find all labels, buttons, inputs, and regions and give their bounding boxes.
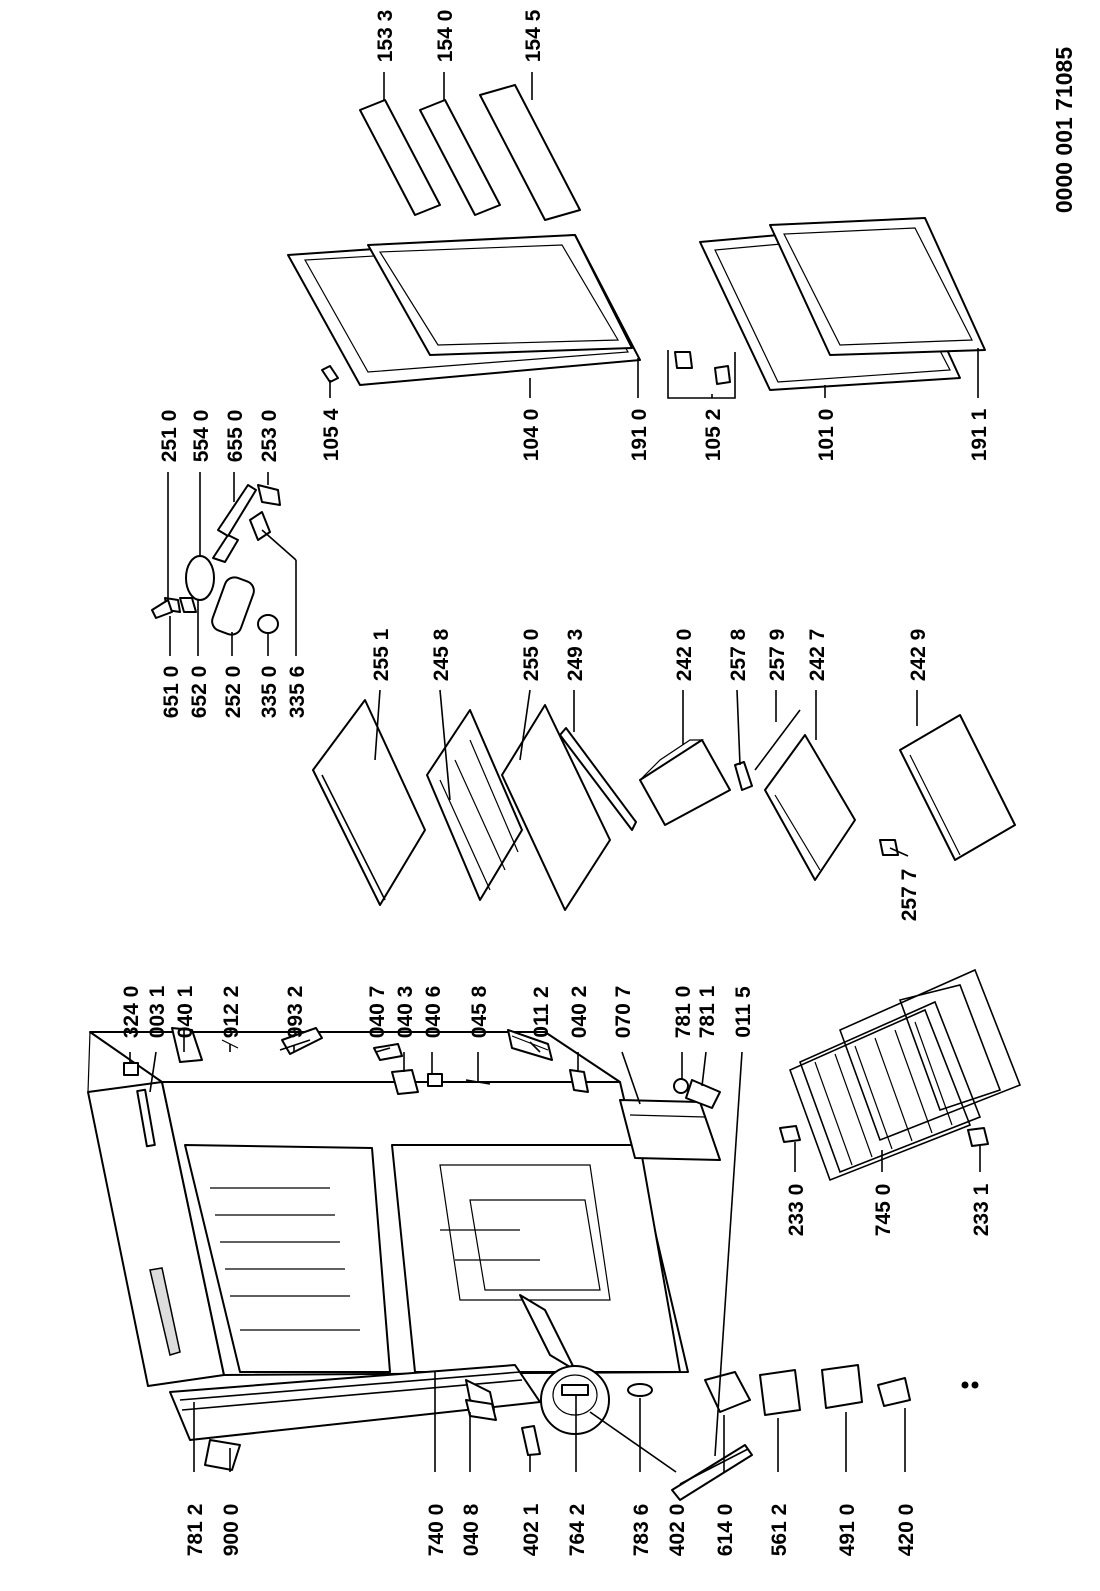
label-154-0: 154 0	[434, 10, 457, 63]
label-045-8: 045 8	[468, 985, 491, 1038]
door-shelves	[359, 84, 581, 221]
label-783-6: 783 6	[630, 1504, 653, 1557]
drawers-and-shelves	[312, 699, 1016, 911]
label-105-2: 105 2	[702, 409, 725, 462]
label-191-1: 191 1	[968, 408, 991, 461]
label-153-3: 153 3	[374, 10, 397, 63]
label-745-0: 745 0	[872, 1184, 895, 1237]
label-554-0: 554 0	[190, 410, 213, 463]
label-740-0: 740 0	[425, 1504, 448, 1557]
label-101-0: 101 0	[815, 409, 838, 462]
label-781-2: 781 2	[184, 1504, 207, 1557]
label-249-3: 249 3	[564, 629, 587, 682]
label-191-0: 191 0	[628, 409, 651, 462]
document-number: 0000 001 71085	[1051, 47, 1077, 213]
loose-parts	[204, 1364, 979, 1471]
label-251-0: 251 0	[158, 410, 181, 463]
leader-lines	[129, 72, 981, 1473]
label-402-0: 402 0	[666, 1504, 689, 1557]
label-491-0: 491 0	[836, 1504, 859, 1557]
label-242-0: 242 0	[673, 629, 696, 682]
label-255-1: 255 1	[370, 628, 393, 681]
label-402-1: 402 1	[520, 1503, 543, 1556]
wire-shelves	[779, 968, 1022, 1182]
control-parts	[151, 484, 281, 636]
label-655-0: 655 0	[224, 410, 247, 463]
label-993-2: 993 2	[284, 986, 307, 1039]
label-252-0: 252 0	[222, 666, 245, 719]
label-242-7: 242 7	[806, 629, 829, 682]
label-324-0: 324 0	[120, 986, 143, 1039]
label-233-0: 233 0	[785, 1184, 808, 1237]
label-614-0: 614 0	[714, 1504, 737, 1557]
label-104-0: 104 0	[520, 409, 543, 462]
label-040-6: 040 6	[422, 986, 445, 1039]
label-154-5: 154 5	[522, 9, 545, 62]
label-040-1: 040 1	[174, 985, 197, 1038]
label-900-0: 900 0	[220, 1504, 243, 1557]
part-number-labels: 781 2 900 0 740 0 040 8 402 1 764 2 783 …	[120, 9, 1077, 1556]
label-781-1: 781 1	[696, 985, 719, 1038]
label-011-2: 011 2	[530, 986, 553, 1037]
label-257-7: 257 7	[898, 869, 921, 922]
label-003-1: 003 1	[146, 985, 169, 1038]
label-253-0: 253 0	[258, 410, 281, 463]
label-105-4: 105 4	[320, 408, 343, 461]
label-257-8: 257 8	[727, 628, 750, 681]
label-070-7: 070 7	[612, 986, 635, 1039]
cabinet-fittings	[123, 1027, 721, 1421]
label-561-2: 561 2	[768, 1504, 791, 1557]
label-764-2: 764 2	[566, 1504, 589, 1557]
label-781-0: 781 0	[672, 986, 695, 1039]
label-242-9: 242 9	[907, 629, 930, 682]
label-651-0: 651 0	[160, 666, 183, 719]
label-335-6: 335 6	[286, 666, 309, 719]
drawing-art	[87, 84, 1022, 1501]
label-040-7: 040 7	[366, 986, 389, 1039]
doors-and-gaskets	[287, 217, 986, 399]
label-420-0: 420 0	[895, 1504, 918, 1557]
label-257-9: 257 9	[766, 629, 789, 682]
label-255-0: 255 0	[520, 629, 543, 682]
label-652-0: 652 0	[188, 666, 211, 719]
label-040-8: 040 8	[460, 1503, 483, 1556]
label-040-2: 040 2	[568, 986, 591, 1039]
label-335-0: 335 0	[258, 666, 281, 719]
cabinet-body	[87, 1031, 753, 1501]
label-245-8: 245 8	[430, 628, 453, 681]
label-040-3: 040 3	[394, 986, 417, 1039]
label-912-2: 912 2	[220, 986, 243, 1039]
label-011-5: 011 5	[732, 986, 755, 1038]
label-233-1: 233 1	[970, 1183, 993, 1236]
